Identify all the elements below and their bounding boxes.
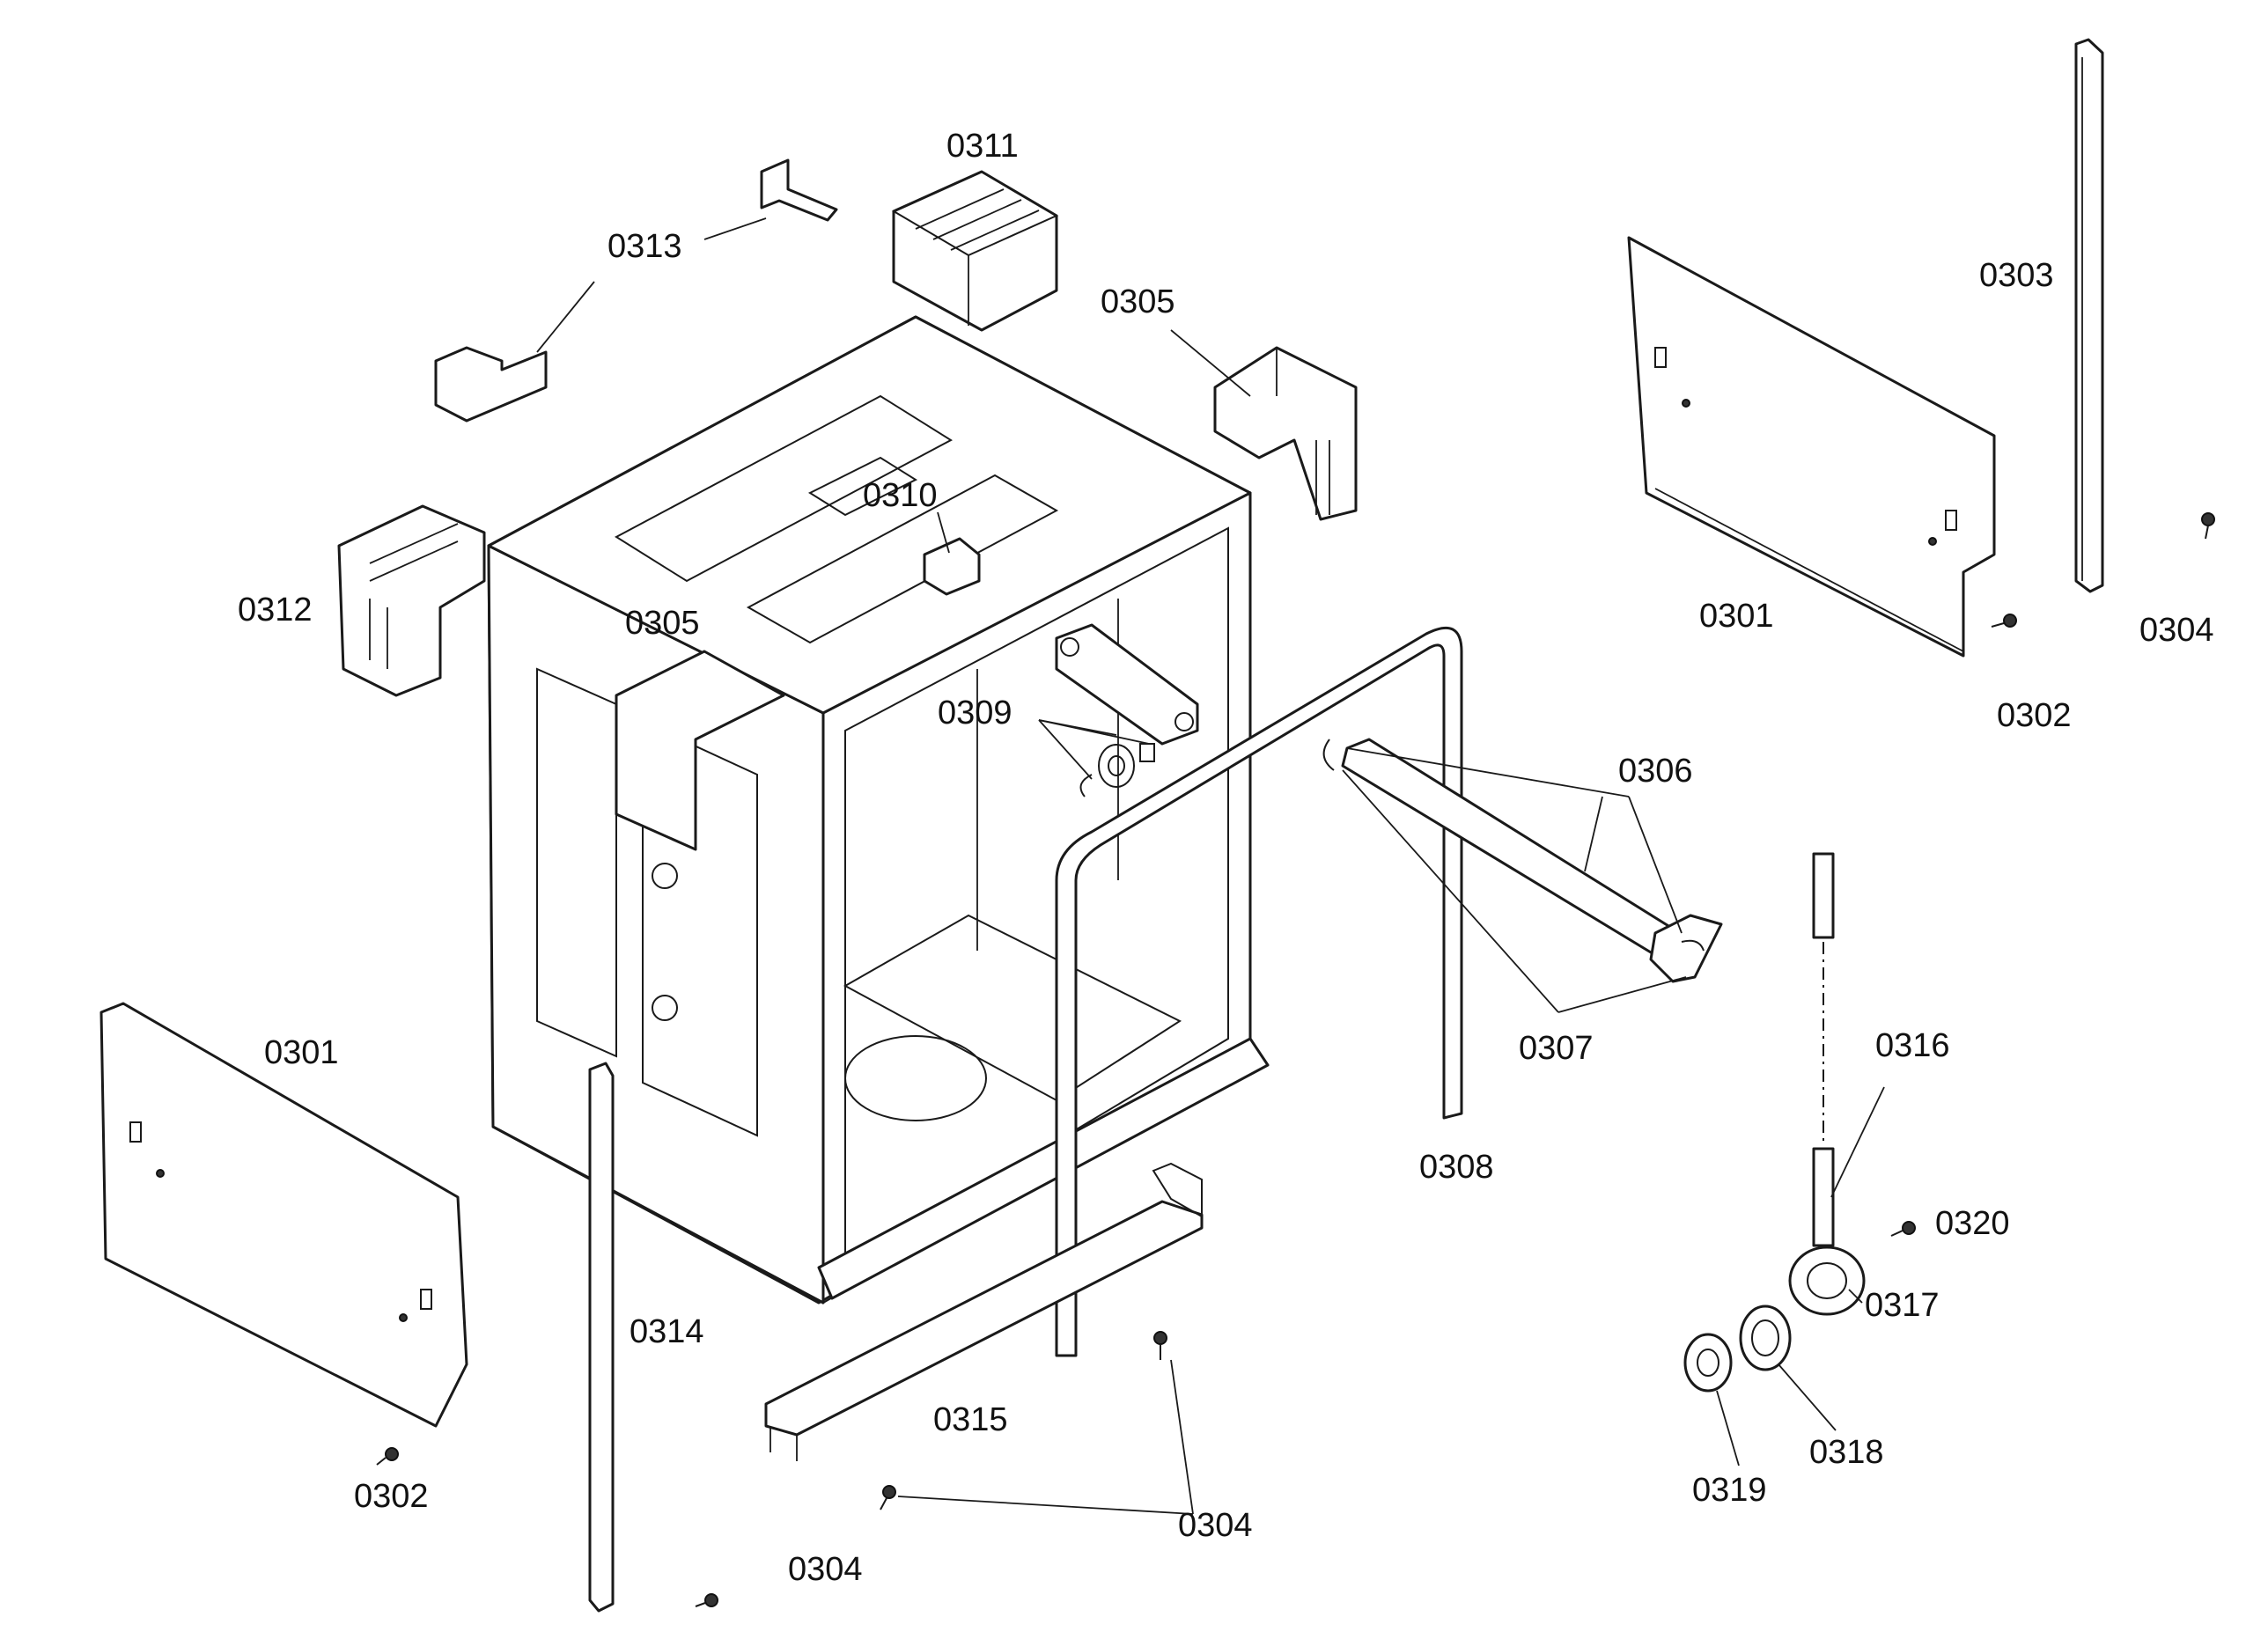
label-0314: 0314 xyxy=(630,1313,704,1350)
label-0319: 0319 xyxy=(1692,1472,1767,1509)
label-0317: 0317 xyxy=(1865,1287,1940,1324)
seal-0308 xyxy=(1055,626,1463,1357)
screw-icon xyxy=(880,1485,896,1510)
part-labels: 0311 0313 0305 0303 0310 0312 0305 0301 … xyxy=(238,128,2214,1588)
screw-icon xyxy=(1153,1331,1167,1360)
screw-icon xyxy=(376,1447,399,1466)
cap-0319 xyxy=(1683,1333,1733,1393)
screw-icon xyxy=(1991,614,2017,628)
module-0312 xyxy=(337,504,486,697)
label-0304-right: 0304 xyxy=(2139,612,2214,649)
strip-0314 xyxy=(588,1062,615,1613)
clip-0310 xyxy=(923,537,981,596)
label-0315: 0315 xyxy=(933,1401,1008,1438)
strip-0303 xyxy=(2074,38,2104,593)
bracket-0313 xyxy=(434,158,838,423)
bracket-0305-mid xyxy=(615,650,785,851)
label-0304-bottom-left: 0304 xyxy=(788,1551,863,1588)
label-0308: 0308 xyxy=(1419,1149,1494,1186)
side-panel-0301-left xyxy=(99,1002,468,1428)
label-0306: 0306 xyxy=(1618,753,1693,790)
screw-icon xyxy=(1890,1221,1916,1237)
label-0302-left: 0302 xyxy=(354,1478,429,1515)
label-0302-right: 0302 xyxy=(1997,697,2072,734)
rail-0315 xyxy=(764,1162,1204,1461)
label-0305-top: 0305 xyxy=(1101,283,1175,320)
back-panel-0301-right xyxy=(1627,236,1996,658)
screw-icons xyxy=(376,512,2215,1607)
label-0301-left: 0301 xyxy=(264,1034,339,1071)
label-0304-bottom-mid: 0304 xyxy=(1178,1507,1253,1544)
bracket-0305-top xyxy=(1213,346,1358,521)
label-0318: 0318 xyxy=(1809,1434,1884,1471)
label-0305-mid: 0305 xyxy=(625,605,700,642)
screw-icon xyxy=(695,1593,718,1607)
module-0311 xyxy=(891,170,1059,332)
label-0311: 0311 xyxy=(946,128,1019,165)
tub-assembly xyxy=(487,315,1270,1305)
label-0301-right: 0301 xyxy=(1699,598,1774,635)
label-0316: 0316 xyxy=(1875,1027,1950,1064)
crossbar-0306 xyxy=(1322,738,1723,983)
label-0309: 0309 xyxy=(938,695,1012,731)
label-0313: 0313 xyxy=(608,228,682,265)
label-0307: 0307 xyxy=(1519,1030,1594,1067)
leader-lines xyxy=(536,217,1885,1515)
hinge-0309 xyxy=(1055,623,1199,797)
label-0320: 0320 xyxy=(1935,1205,2010,1242)
screw-icon xyxy=(2201,512,2215,540)
label-0310: 0310 xyxy=(863,477,938,514)
ring-0318 xyxy=(1739,1305,1792,1371)
label-0312: 0312 xyxy=(238,592,313,628)
drain-0316 xyxy=(1788,852,1866,1316)
label-0303: 0303 xyxy=(1979,257,2054,294)
